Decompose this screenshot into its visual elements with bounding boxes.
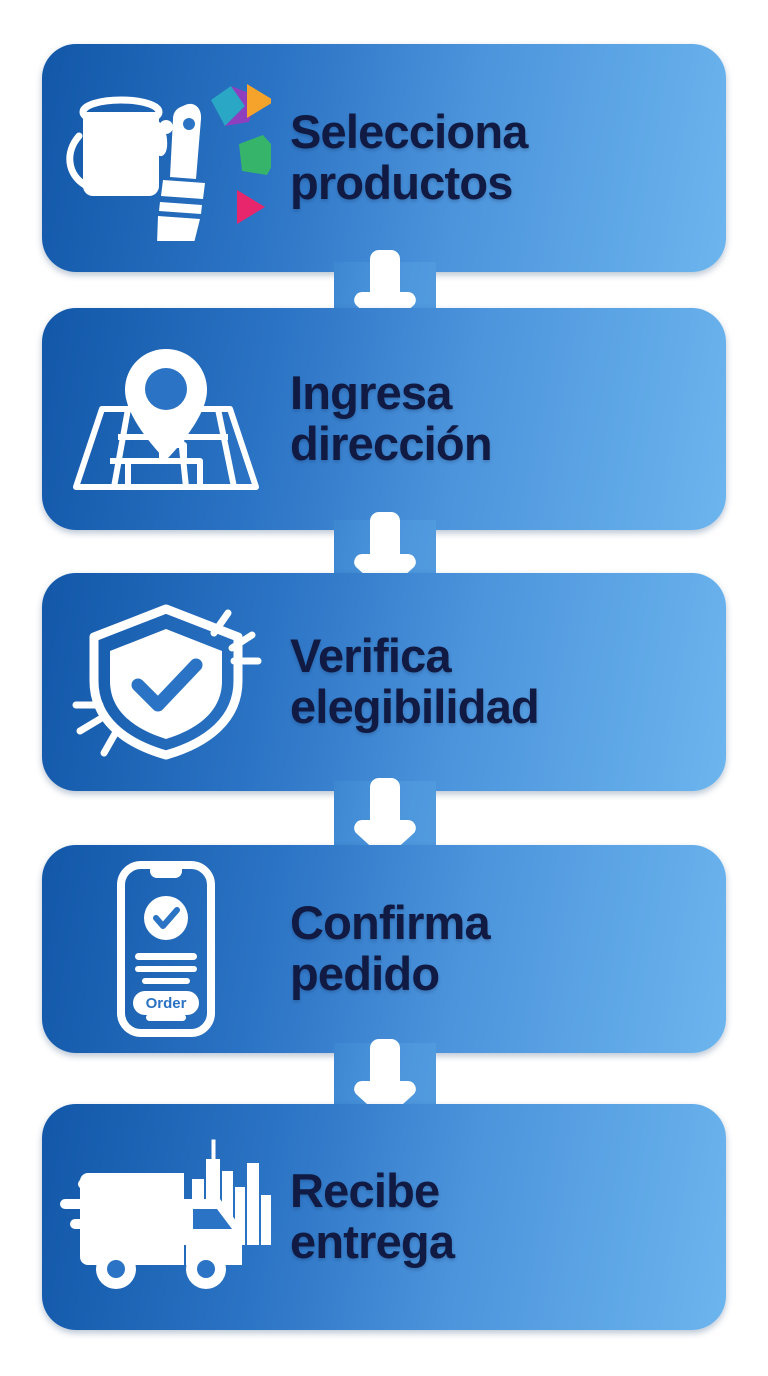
step-card-confirma-pedido[interactable]: Order Confirma pedido [42, 845, 726, 1053]
sparkle-lines [72, 609, 262, 757]
step-label: Confirma pedido [290, 896, 491, 1000]
step-connector-2 [334, 511, 436, 590]
phone-order-confirm-icon: Order [42, 845, 290, 1053]
arrow-down-icon [354, 511, 416, 590]
arrow-down-icon [354, 1038, 416, 1117]
step-card-recibe-entrega[interactable]: Recibe entrega [42, 1104, 726, 1330]
step-label: Recibe entrega [290, 1164, 455, 1268]
shield-check-icon [42, 573, 290, 791]
arrow-down-icon [354, 778, 416, 857]
step-connector-4 [334, 1038, 436, 1117]
step-label: Verifica elegibilidad [290, 629, 540, 733]
step-card-verifica-elegibilidad[interactable]: Verifica elegibilidad [42, 573, 726, 791]
step-card-selecciona-productos[interactable]: Selecciona productos [42, 44, 726, 272]
step-label: Selecciona productos [290, 105, 528, 209]
delivery-truck-city-icon [42, 1104, 290, 1330]
paint-bucket-brush-icon [42, 44, 290, 272]
color-swatch-shapes [211, 83, 271, 224]
step-label: Ingresa dirección [290, 366, 493, 470]
order-pill-label: Order [146, 995, 187, 1012]
step-connector-3 [334, 778, 436, 857]
order-pill [133, 991, 199, 1015]
map-location-pin-icon [42, 308, 290, 530]
step-card-ingresa-direccion[interactable]: Ingresa dirección [42, 308, 726, 530]
